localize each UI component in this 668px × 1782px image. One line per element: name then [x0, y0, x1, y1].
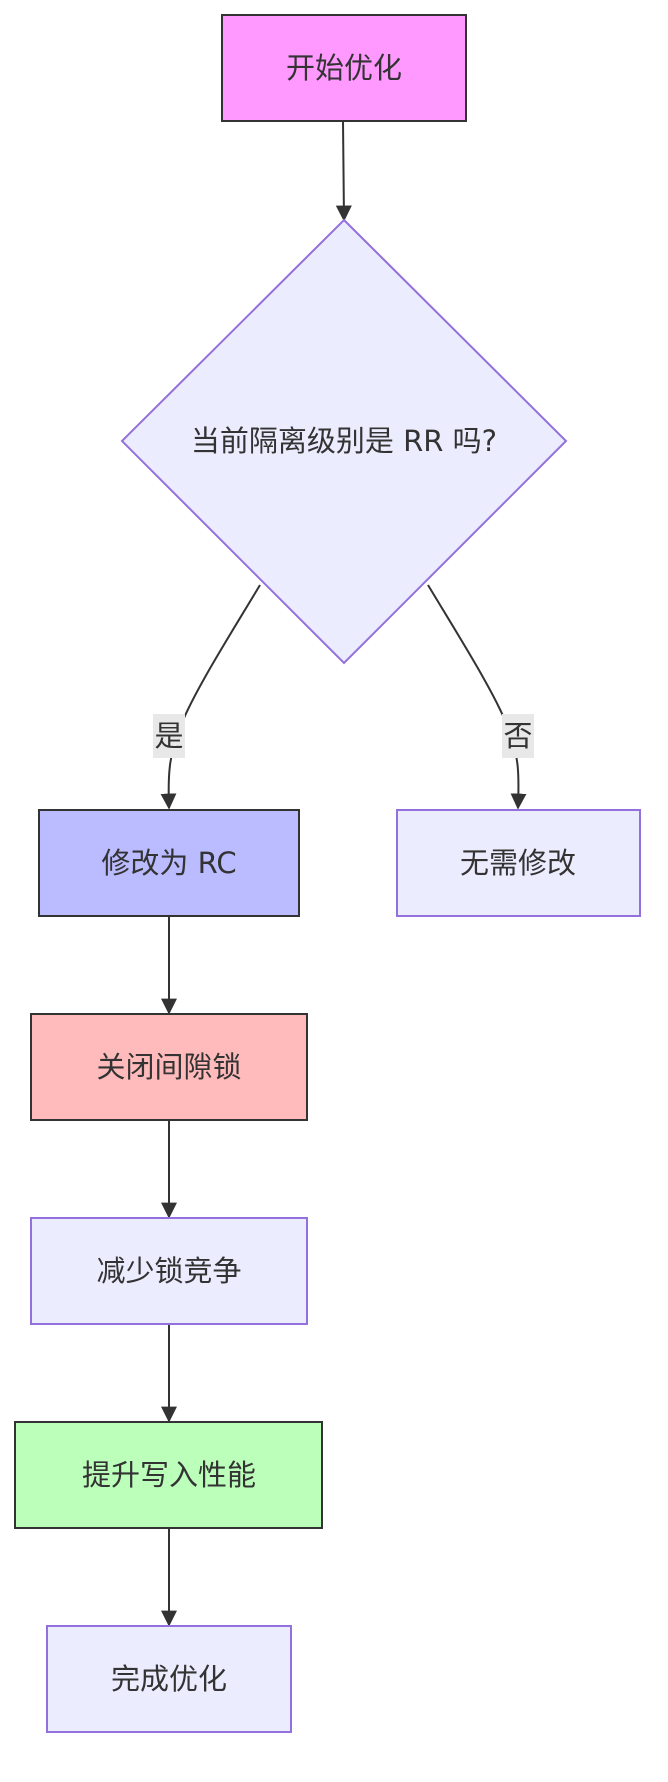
node-decision[interactable]: 当前隔离级别是 RR 吗?	[120, 218, 568, 665]
edge-decision-to-no-change	[427, 584, 527, 810]
node-no-change-box	[396, 809, 641, 917]
node-close-gap-lock-label: 关闭间隙锁	[96, 1050, 241, 1084]
node-decision-diamond	[120, 218, 568, 665]
node-improve-write[interactable]: 提升写入性能	[14, 1421, 323, 1529]
node-decision-label: 当前隔离级别是 RR 吗?	[191, 424, 497, 458]
node-close-gap-lock[interactable]: 关闭间隙锁	[30, 1013, 308, 1121]
node-improve-write-label: 提升写入性能	[82, 1458, 256, 1492]
node-start-box	[221, 14, 467, 122]
edge-label-yes: 是	[153, 714, 185, 758]
edge-label-no-bg	[502, 714, 534, 758]
node-no-change-label: 无需修改	[460, 846, 576, 880]
node-start-label: 开始优化	[286, 51, 402, 85]
node-done-box	[46, 1625, 292, 1733]
node-done-label: 完成优化	[111, 1662, 227, 1696]
edge-label-no-text: 否	[503, 719, 532, 753]
node-reduce-contention-box	[30, 1217, 308, 1325]
node-change-rc-label: 修改为 RC	[101, 846, 236, 880]
edge-label-yes-text: 是	[154, 719, 183, 753]
edge-label-yes-bg	[153, 714, 185, 758]
node-reduce-contention[interactable]: 减少锁竞争	[30, 1217, 308, 1325]
node-change-rc[interactable]: 修改为 RC	[38, 809, 300, 917]
node-change-rc-box	[38, 809, 300, 917]
edge-start-to-decision	[335, 120, 352, 222]
edge-label-no: 否	[502, 714, 534, 758]
node-no-change[interactable]: 无需修改	[396, 809, 641, 917]
node-done[interactable]: 完成优化	[46, 1625, 292, 1733]
edge-decision-to-change-rc	[160, 584, 261, 810]
node-start[interactable]: 开始优化	[221, 14, 467, 122]
node-close-gap-lock-box	[30, 1013, 308, 1121]
node-improve-write-box	[14, 1421, 323, 1529]
node-reduce-contention-label: 减少锁竞争	[96, 1254, 241, 1288]
